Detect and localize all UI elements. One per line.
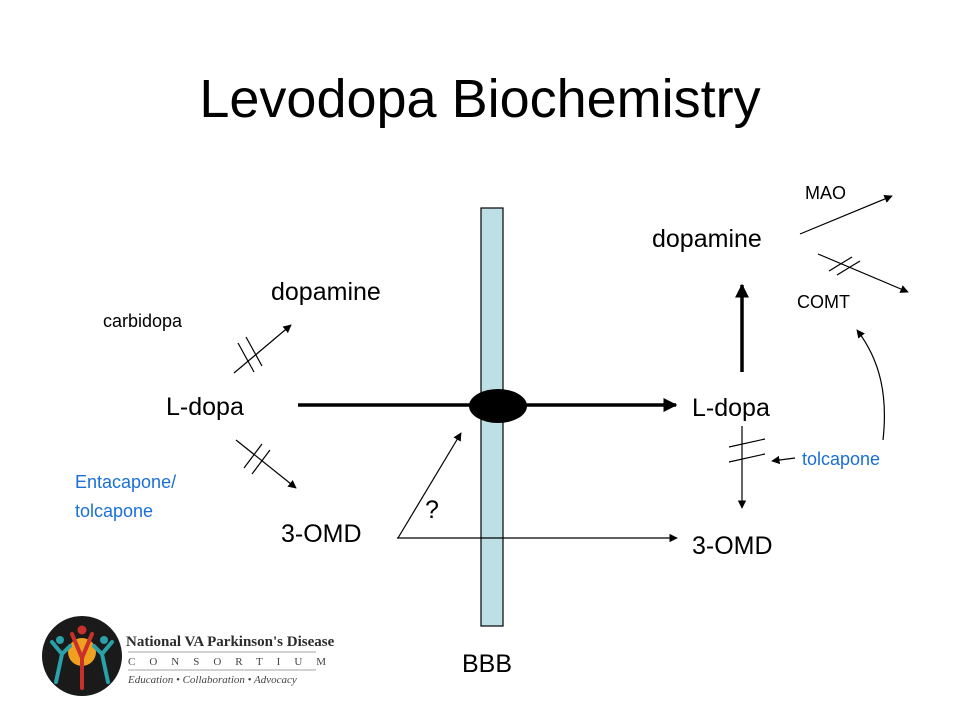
comt-block-mark-2-left xyxy=(251,449,271,475)
omd-label-left: 3-OMD xyxy=(281,520,362,548)
carbidopa-block-mark-2 xyxy=(245,336,263,367)
comt-block-mark-2-right xyxy=(728,453,766,463)
carbidopa-label: carbidopa xyxy=(103,311,183,331)
ldopa-to-omd-arrow-left xyxy=(235,439,297,489)
carbidopa-block-mark-1 xyxy=(237,342,255,373)
transporter-ellipse xyxy=(469,389,527,423)
ldopa-label-right: L-dopa xyxy=(692,394,770,422)
entacapone-label: Entacapone/ xyxy=(75,472,177,492)
logo-tagline: Education • Collaboration • Advocacy xyxy=(128,674,297,686)
logo-figure-right xyxy=(92,640,114,684)
consortium-logo xyxy=(42,616,316,696)
dopamine-label-left: dopamine xyxy=(271,278,381,306)
ldopa-label-left: L-dopa xyxy=(166,393,244,421)
tolcapone-to-comt-curve xyxy=(856,329,886,441)
comt-block-mark-1-left xyxy=(243,443,263,469)
dopamine-to-mao-arrow xyxy=(799,195,893,235)
logo-figure-center xyxy=(70,632,94,690)
mao-label: MAO xyxy=(805,183,847,203)
slide-title: Levodopa Biochemistry xyxy=(199,69,761,129)
bbb-label: BBB xyxy=(462,650,513,678)
tolcapone-label-left: tolcapone xyxy=(75,501,154,521)
ldopa-to-dopamine-arrow-left xyxy=(233,324,292,374)
question-label: ? xyxy=(425,496,439,524)
logo-org-name: National VA Parkinson's Disease xyxy=(126,634,335,650)
omd-question-arrow xyxy=(397,432,462,539)
comt-block-mark-1-top xyxy=(828,256,853,272)
logo-consortium-word: CONSORTIUM xyxy=(128,656,341,668)
dopamine-label-right: dopamine xyxy=(652,225,762,253)
logo-figure-left xyxy=(50,640,72,684)
comt-block-mark-1-right xyxy=(728,438,766,448)
comt-label: COMT xyxy=(797,292,850,312)
tolcapone-label-right: tolcapone xyxy=(802,449,881,469)
comt-block-mark-2-top xyxy=(836,260,861,276)
omd-label-right: 3-OMD xyxy=(692,532,773,560)
dopamine-to-comt-arrow xyxy=(817,253,909,293)
tolcapone-arrow-right xyxy=(771,455,796,465)
